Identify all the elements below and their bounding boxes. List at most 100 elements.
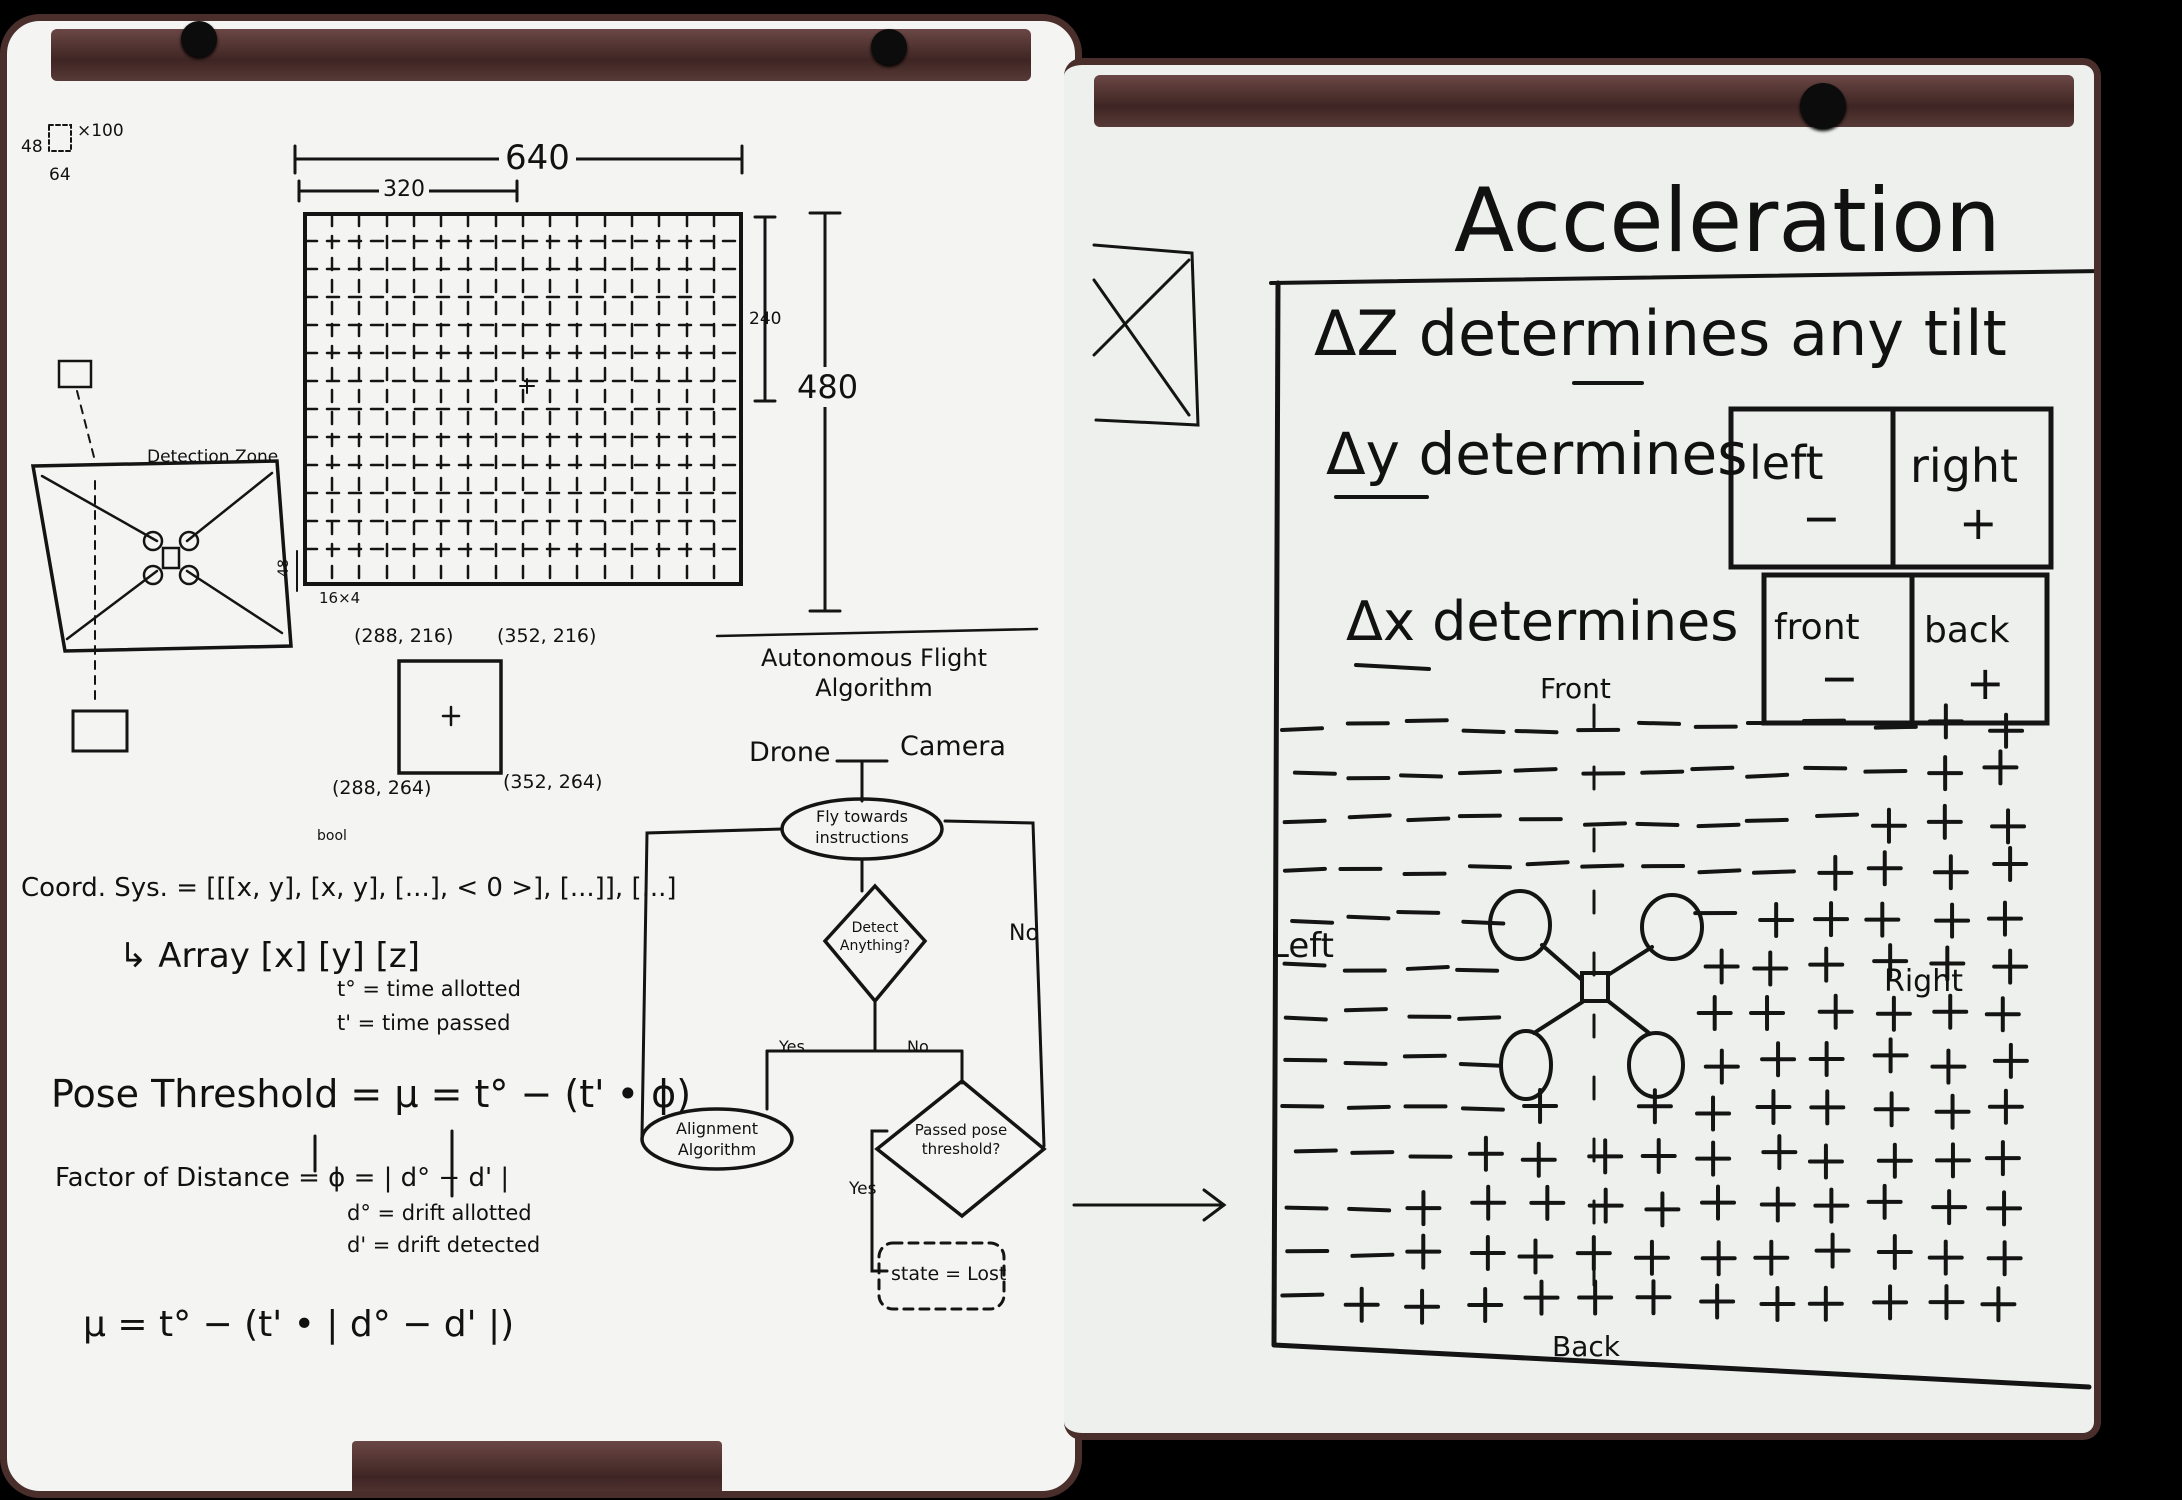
minus-mark	[1283, 1057, 1328, 1063]
minus-mark	[1458, 1061, 1503, 1068]
dy-left-label: left	[1749, 436, 1824, 490]
minus-mark	[1514, 728, 1559, 735]
grid-corner-label: 16×4	[319, 589, 361, 607]
minus-mark	[1467, 864, 1512, 870]
minus-mark	[1290, 919, 1335, 925]
minus-mark	[1402, 1053, 1447, 1059]
minus-mark	[1457, 769, 1502, 776]
minus-mark	[1284, 1205, 1329, 1211]
factor-distance-formula: Factor of Distance = ϕ = | d° − d' |	[55, 1163, 510, 1193]
minus-mark	[1406, 816, 1451, 823]
acceleration-title: Acceleration	[1454, 169, 2001, 272]
minus-mark	[1690, 765, 1735, 772]
drone-box-icon	[57, 359, 93, 389]
left-bottom-tray	[352, 1441, 722, 1491]
d0-definition: d° = drift allotted	[347, 1201, 532, 1225]
back-direction-label: Back	[1552, 1330, 1620, 1363]
front-direction-label: Front	[1540, 672, 1611, 705]
minus-mark	[1280, 1292, 1325, 1298]
minus-mark	[1696, 822, 1741, 829]
dx-back-label: back	[1924, 610, 2010, 651]
magnet	[1800, 83, 1846, 129]
left-direction-label: Left	[1270, 926, 1334, 966]
minus-mark	[1461, 919, 1506, 926]
flow-no-label: No	[907, 1037, 929, 1056]
minus-mark	[1350, 1252, 1395, 1258]
minus-mark	[1282, 818, 1327, 825]
dx-front-sign: −	[1820, 651, 1859, 705]
flow-start-text: Fly towards instructions	[815, 807, 909, 847]
dy-right-sign: +	[1959, 496, 1998, 550]
flowchart-title: Autonomous Flight Algorithm	[760, 644, 988, 702]
minus-mark	[1525, 860, 1570, 867]
dy-right-label: right	[1910, 439, 2019, 493]
flow-yes-label: Yes	[779, 1037, 805, 1056]
minus-mark	[1347, 813, 1392, 820]
minus-mark	[1282, 866, 1327, 873]
acceleration-frame	[1271, 280, 1281, 1348]
roi-bottom-left: (288, 264)	[332, 777, 432, 799]
minus-mark	[1873, 724, 1918, 730]
right-whiteboard: Acceleration ΔZ determines any tilt Δy d…	[1064, 58, 2101, 1440]
bool-label: bool	[317, 828, 347, 844]
minus-mark	[1343, 1061, 1388, 1066]
drone-icon	[161, 546, 181, 570]
minus-mark	[1347, 1206, 1392, 1213]
roi-bottom-right: (352, 264)	[503, 771, 603, 793]
grid-dashes	[303, 212, 743, 586]
dx-back-sign: +	[1966, 656, 2005, 710]
drone-diagram	[1488, 889, 1704, 1101]
dx-statement: Δx determines	[1346, 590, 1739, 653]
roi-box	[397, 659, 503, 775]
minus-mark	[1292, 770, 1337, 776]
minus-mark	[1461, 728, 1506, 734]
decision-node-pose	[874, 1078, 1047, 1219]
flow-drone-label: Drone	[749, 737, 831, 768]
flow-no2-label: No	[1009, 921, 1039, 946]
roi-top-right: (352, 216)	[497, 625, 597, 647]
t0-definition: t° = time allotted	[337, 977, 521, 1001]
d1-definition: d' = drift detected	[347, 1233, 541, 1257]
minus-mark	[1635, 821, 1680, 827]
minus-mark	[1343, 1007, 1388, 1013]
minus-mark	[1404, 718, 1449, 723]
array-label: ↳ Array [x] [y] [z]	[119, 936, 420, 976]
grid-half-width-label: 320	[379, 179, 429, 201]
minus-mark	[1399, 773, 1444, 779]
negative-region-marks	[1280, 718, 1918, 1298]
corner-note-b: 64	[49, 165, 71, 185]
display-box-icon	[71, 709, 129, 753]
coord-system: Coord. Sys. = [[[x, y], [x, y], [...], <…	[21, 873, 677, 903]
minus-mark	[1405, 964, 1450, 971]
dy-statement: Δy determines	[1326, 420, 1748, 488]
minus-mark	[1396, 909, 1441, 915]
minus-mark	[1457, 1015, 1502, 1021]
flow-pose-text: Passed pose threshold?	[914, 1121, 1008, 1158]
pose-threshold-formula: Pose Threshold = μ = t° − (t' • ϕ)	[51, 1072, 692, 1116]
flow-lost-text: state = Lost	[891, 1263, 1007, 1285]
minus-mark	[1283, 1015, 1328, 1022]
roi-top-left: (288, 216)	[354, 625, 454, 647]
minus-mark	[1863, 768, 1908, 774]
grid-height-label: 480	[797, 367, 859, 407]
detection-zone-frame	[30, 459, 293, 653]
minus-mark	[1815, 812, 1860, 818]
minus-mark	[1455, 967, 1500, 973]
minus-mark	[1640, 769, 1685, 775]
magnet	[181, 21, 217, 57]
lost-state-node	[877, 1241, 1006, 1311]
corner-note-a: 48	[21, 137, 43, 157]
dx-table	[1761, 572, 2050, 726]
grid-half-height-label: 240	[749, 309, 782, 329]
minus-mark	[1745, 772, 1790, 779]
t1-definition: t' = time passed	[337, 1011, 511, 1035]
grid-width-label: 640	[499, 141, 576, 175]
left-board-drawings	[30, 124, 1047, 1311]
flow-yes2-label: Yes	[849, 1179, 877, 1199]
minus-mark	[1637, 720, 1682, 726]
dy-left-sign: −	[1802, 491, 1841, 545]
minus-mark	[1460, 1106, 1505, 1112]
minus-mark	[1580, 863, 1625, 869]
dx-front-label: front	[1774, 607, 1860, 648]
flow-camera-label: Camera	[900, 731, 1006, 762]
